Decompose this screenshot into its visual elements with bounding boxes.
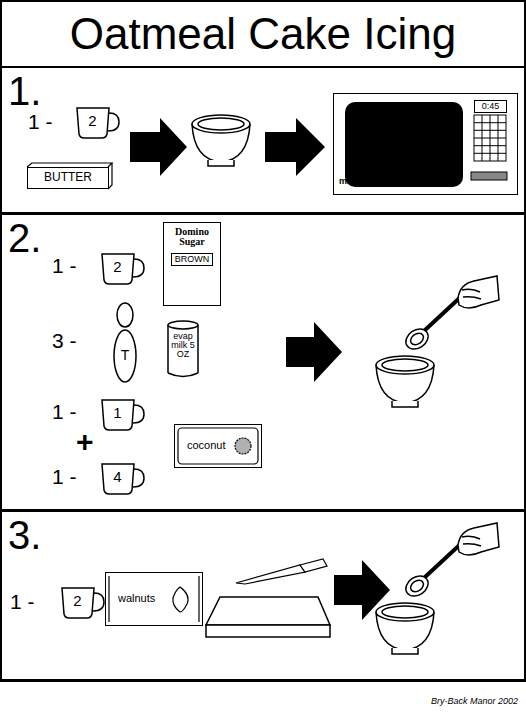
timer-display: 0:45: [474, 100, 507, 113]
cup-handle: [133, 259, 144, 277]
step-number: 2.: [8, 215, 41, 261]
knife: [236, 559, 327, 584]
measuring-cup: 2: [75, 106, 121, 140]
flow-arrow: [286, 322, 342, 382]
cup-amount: 4: [100, 468, 135, 486]
quantity-label: 1 -: [28, 110, 53, 134]
cup-handle: [108, 113, 119, 131]
title-band: Oatmeal Cake Icing: [0, 0, 526, 68]
ingredient-name: walnuts: [118, 592, 155, 605]
timer-value: 0:45: [475, 101, 506, 111]
coconut-symbol: [235, 438, 251, 454]
step-panel: 3. 2 walnuts: [0, 510, 526, 681]
quantity-label: 1 -: [52, 400, 77, 424]
spoon-top: [117, 303, 133, 327]
package-inner: [178, 428, 258, 464]
step-panel: 2. 2 Domino SugarBROWN Tevap milk 5 OZ 1 coco…: [0, 213, 526, 511]
flow-arrow: [265, 118, 325, 176]
can-side: [197, 325, 199, 373]
cup-handle: [93, 593, 104, 611]
tablespoon: T: [112, 302, 138, 384]
cup-outline: [100, 252, 146, 286]
cup-outline: [100, 398, 146, 432]
can-base: [168, 373, 198, 377]
can-label: evap milk 5 OZ: [169, 332, 197, 359]
measuring-cup: 4: [100, 462, 146, 496]
walnut-package: walnuts: [105, 572, 203, 626]
quantity-label: 3 -: [52, 329, 77, 353]
ingredient-name: BUTTER: [28, 168, 108, 187]
cup-amount: 2: [60, 592, 95, 610]
quantity-label: 1 -: [10, 590, 35, 614]
measuring-cup: 2: [100, 252, 146, 286]
step-number: 1.: [8, 68, 41, 114]
sugar-box: Domino SugarBROWN: [163, 222, 221, 306]
measuring-cup: 2: [60, 586, 106, 620]
spoon-outline: [112, 302, 138, 384]
keypad-grid: [474, 115, 506, 161]
quantity-label: 1 -: [52, 465, 77, 489]
cup-outline: [100, 462, 146, 496]
credit-text: Bry-Back Manor 2002: [431, 696, 518, 707]
appliance-name: microwave: [339, 176, 386, 187]
step-number: 3.: [8, 512, 41, 558]
can-side: [167, 325, 169, 373]
cup-handle: [133, 469, 144, 487]
spoon-unit: T: [112, 347, 138, 363]
cup-handle: [133, 405, 144, 423]
cup-amount: 2: [100, 258, 135, 276]
cup-amount: 2: [75, 112, 110, 130]
measuring-cup: 1: [100, 398, 146, 432]
sugar-type-box: BROWN: [171, 253, 213, 266]
flow-arrow: [130, 118, 187, 176]
brand-name: Domino Sugar: [164, 227, 220, 247]
walnut-package: [109, 576, 199, 622]
mixing-bowl: [192, 115, 250, 166]
step-panel: 1. 2BUTTER microwave 0:45: [0, 66, 526, 214]
ingredient-name: coconut: [187, 439, 226, 452]
can-lid: [168, 321, 198, 329]
quantity-label: +: [76, 426, 94, 458]
cup-outline: [60, 586, 106, 620]
stirring-bowl: [376, 276, 499, 407]
microwave-window: [345, 102, 463, 187]
diagram-title: Oatmeal Cake Icing: [2, 6, 524, 62]
credit-band: Bry-Back Manor 2002: [0, 680, 526, 715]
quantity-label: 1 -: [52, 254, 77, 278]
microwave-oven: microwave 0:45: [333, 93, 518, 195]
cup-amount: 1: [100, 404, 135, 422]
cup-outline: [75, 106, 121, 140]
cutting-board: [206, 597, 330, 637]
butter-stick: BUTTER: [27, 167, 109, 189]
coconut-package: coconut: [174, 424, 262, 468]
stirring-bowl: [376, 523, 499, 654]
sugar-type: BROWN: [172, 254, 212, 264]
door-handle: [471, 172, 507, 180]
milk-can: evap milk 5 OZ: [166, 320, 200, 378]
